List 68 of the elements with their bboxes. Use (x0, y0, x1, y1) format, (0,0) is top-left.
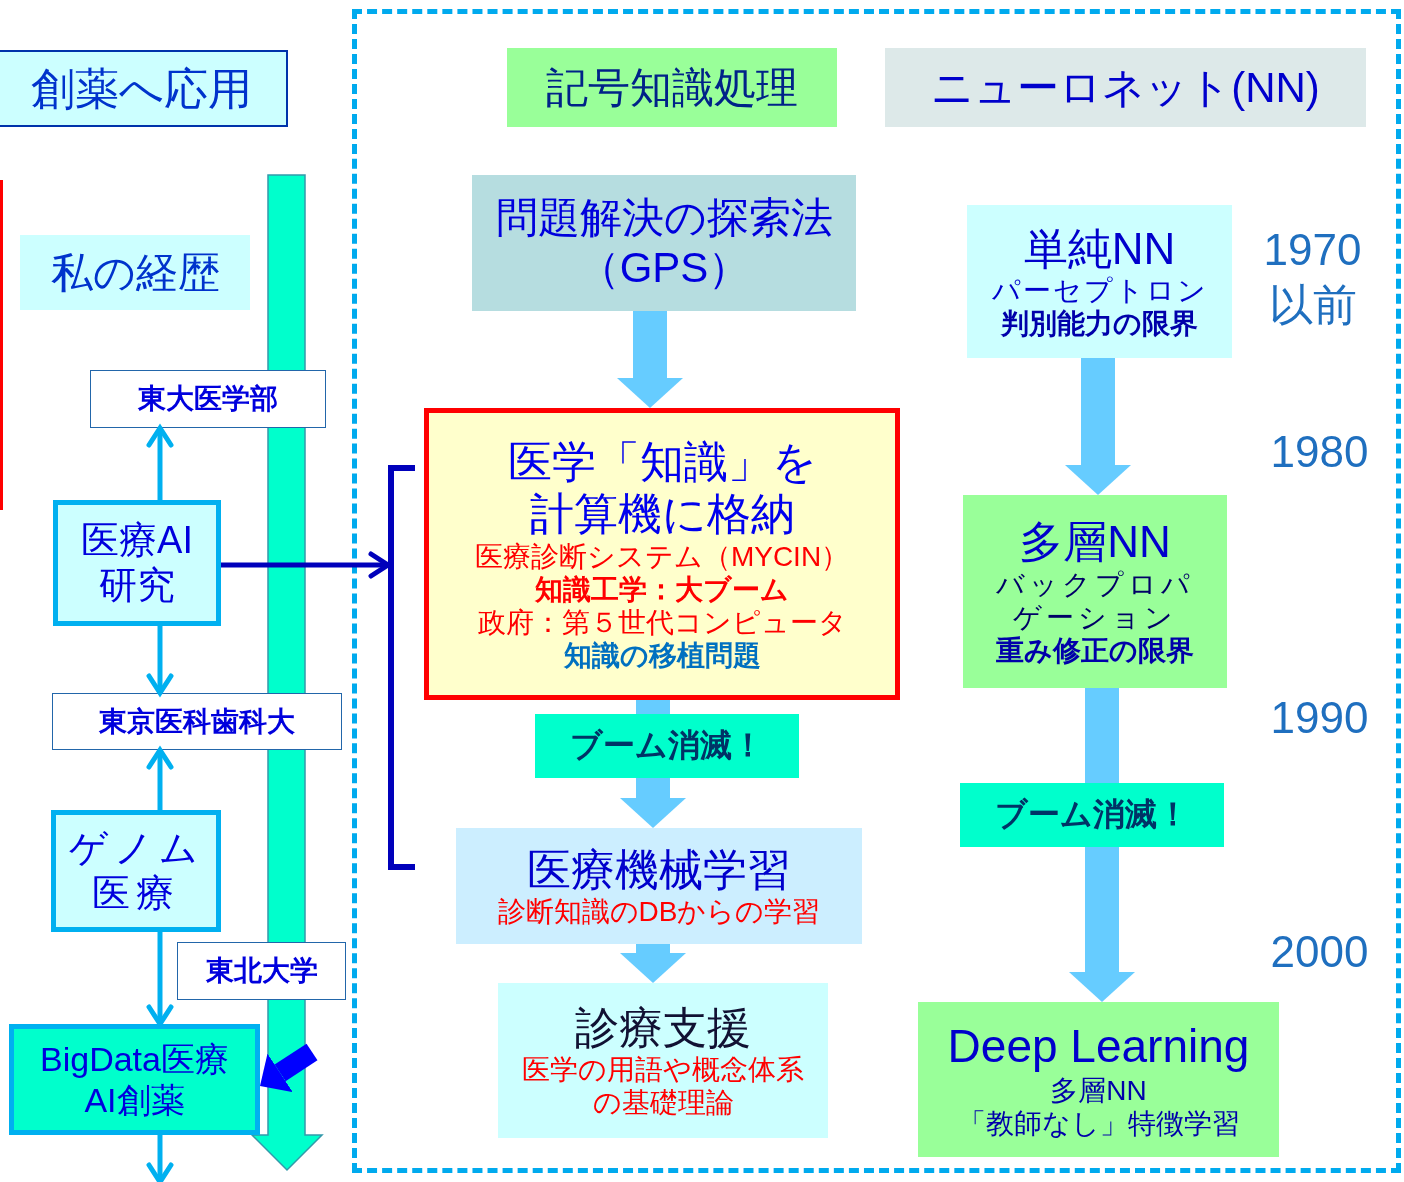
year-label: 1980 (1269, 426, 1370, 478)
box-title: 東大医学部 (138, 382, 278, 416)
box-title: 記号知識処理 (546, 62, 798, 113)
process-box (918, 1002, 1279, 1157)
box-text: パーセプトロン (991, 274, 1208, 308)
process-box (472, 175, 856, 311)
column-header (507, 48, 837, 127)
box-title: 診療支援 (575, 1001, 751, 1054)
block-arrow (620, 778, 686, 828)
heading-box (0, 50, 288, 127)
box-title: 東北大学 (205, 954, 318, 988)
box-title: Deep Learning (947, 1019, 1250, 1074)
process-box (424, 408, 900, 700)
arrow (146, 747, 174, 810)
year-label: 1990 (1269, 692, 1370, 744)
topic-box (53, 500, 221, 626)
box-text: 知識の移植問題 (563, 638, 761, 672)
block-arrow (260, 1043, 318, 1093)
arrow (146, 932, 174, 1027)
topic-box (9, 1024, 260, 1135)
institution-box (177, 942, 346, 1000)
box-text: 知識工学：大ブーム (535, 572, 789, 606)
box-text: 「教師なし」特徴学習 (957, 1106, 1240, 1140)
box-title: ブーム消滅！ (995, 796, 1189, 834)
box-text: 医療診断システム（MYCIN） (474, 539, 850, 573)
block-arrow (1065, 358, 1131, 495)
institution-box (90, 370, 326, 428)
block-arrow (617, 311, 683, 408)
year-label: 2000 (1269, 926, 1370, 978)
box-title: ニューロネット(NN) (931, 62, 1320, 113)
column-header (885, 48, 1366, 127)
process-box (456, 828, 862, 944)
process-box (963, 495, 1227, 688)
box-title: ゲノム医療 (67, 826, 205, 916)
block-arrow (1069, 847, 1135, 1002)
arrow (146, 1135, 174, 1182)
year-label: 1970以前 (1262, 224, 1363, 331)
institution-box (52, 693, 342, 750)
box-text: 判別能力の限界 (1001, 307, 1198, 341)
box-text: バックプロパゲーション (995, 567, 1195, 634)
box-title: 単純NN (1023, 222, 1176, 275)
title-box (20, 235, 250, 310)
box-title: 私の経歴 (50, 247, 220, 298)
box-text: 多層NN (1050, 1073, 1147, 1107)
process-box (967, 205, 1232, 358)
box-title: BigData医療AI創薬 (39, 1039, 230, 1120)
box-title: 問題解決の探索法（GPS） (494, 193, 834, 293)
box-text: 重み修正の限界 (996, 633, 1194, 667)
connector-line (1085, 688, 1119, 783)
arrow (146, 425, 174, 500)
connector-line (636, 700, 670, 714)
box-text: 政府：第５世代コンピュータ (477, 605, 847, 639)
box-title: ブーム消滅！ (570, 727, 764, 765)
box-title: 東京医科歯科大 (99, 705, 295, 738)
block-arrow (620, 944, 686, 983)
box-title: 医学「知識」を計算機に格納 (506, 436, 818, 540)
box-title: 医療AI研究 (80, 518, 194, 608)
process-box (498, 983, 828, 1138)
box-text: 診断知識のDBからの学習 (497, 895, 821, 929)
status-banner (535, 714, 799, 778)
box-title: 多層NN (1019, 516, 1171, 568)
box-text: 医学の用語や概念体系の基礎理論 (521, 1053, 805, 1120)
box-title: 創薬へ応用 (31, 62, 252, 115)
arrow (221, 551, 391, 579)
box-title: 医療機械学習 (527, 843, 791, 896)
arrow (146, 626, 174, 696)
topic-box (51, 810, 221, 932)
status-banner (960, 783, 1224, 847)
